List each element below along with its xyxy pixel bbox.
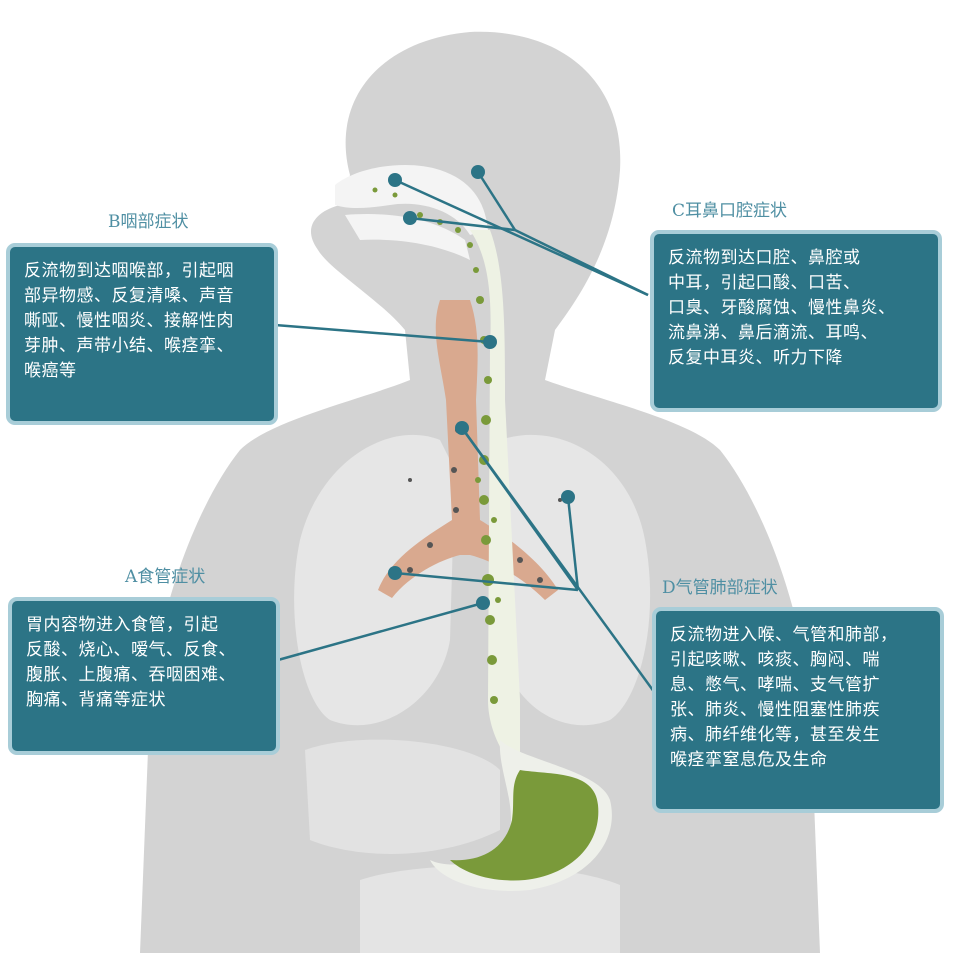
left-lung <box>294 434 455 726</box>
box-d-line: 病、肺纤维化等，甚至发生 <box>670 725 880 745</box>
oral-cavity <box>345 214 470 260</box>
intestine <box>360 865 620 953</box>
pointer-dots <box>388 165 575 610</box>
heading-d-airway-lung: D气管肺部症状 <box>662 578 778 598</box>
heading-b-pharynx: B咽部症状 <box>108 212 189 232</box>
stomach-content <box>450 770 599 881</box>
reflux-dots <box>372 187 501 704</box>
trachea <box>378 300 558 600</box>
box-c-ent-oral-symptoms: 反流物到达口腔、鼻腔或 中耳，引起口酸、口苦、 口臭、牙酸腐蚀、慢性鼻炎、 流鼻… <box>650 230 942 412</box>
box-a-line: 反酸、烧心、嗳气、反食、 <box>26 640 236 660</box>
box-d-line: 息、憋气、哮喘、支气管扩 <box>670 675 880 695</box>
body-silhouette <box>140 31 820 953</box>
box-b-pharynx-symptoms: 反流物到达咽喉部，引起咽 部异物感、反复清嗓、声音 嘶哑、慢性咽炎、接解性肉 芽… <box>6 243 278 425</box>
pointer-lines <box>274 171 662 701</box>
box-a-line: 胸痛、背痛等症状 <box>26 690 166 710</box>
box-b-line: 部异物感、反复清嗓、声音 <box>24 286 234 306</box>
box-b-line: 嘶哑、慢性咽炎、接解性肉 <box>24 311 234 331</box>
box-d-line: 引起咳嗽、咳痰、胸闷、喘 <box>670 650 880 670</box>
nasal-cavity <box>335 165 488 235</box>
esophagus <box>470 230 520 760</box>
box-c-line: 反复中耳炎、听力下降 <box>668 348 843 368</box>
box-d-airway-lung-symptoms: 反流物进入喉、气管和肺部， 引起咳嗽、咳痰、胸闷、喘 息、憋气、哮喘、支气管扩 … <box>652 607 944 813</box>
box-d-line: 反流物进入喉、气管和肺部， <box>670 625 898 645</box>
heading-c-ent-oral: C耳鼻口腔症状 <box>672 201 788 221</box>
box-b-line: 反流物到达咽喉部，引起咽 <box>24 261 234 281</box>
box-a-line: 腹胀、上腹痛、吞咽困难、 <box>26 665 236 685</box>
heading-a-esophagus: A食管症状 <box>125 567 206 587</box>
box-c-line: 流鼻涕、鼻后滴流、耳鸣、 <box>668 323 878 343</box>
box-d-line: 喉痉挛窒息危及生命 <box>670 750 828 770</box>
box-d-line: 张、肺炎、慢性阻塞性肺疾 <box>670 700 880 720</box>
box-c-line: 反流物到达口腔、鼻腔或 <box>668 248 861 268</box>
box-c-line: 中耳，引起口酸、口苦、 <box>668 273 861 293</box>
box-a-line: 胃内容物进入食管，引起 <box>26 615 219 635</box>
box-b-line: 芽肿、声带小结、喉痉挛、 <box>24 336 234 356</box>
liver <box>305 739 500 854</box>
box-a-esophagus-symptoms: 胃内容物进入食管，引起 反酸、烧心、嗳气、反食、 腹胀、上腹痛、吞咽困难、 胸痛… <box>8 597 280 755</box>
box-b-line: 喉癌等 <box>24 361 77 381</box>
box-c-line: 口臭、牙酸腐蚀、慢性鼻炎、 <box>668 298 896 318</box>
